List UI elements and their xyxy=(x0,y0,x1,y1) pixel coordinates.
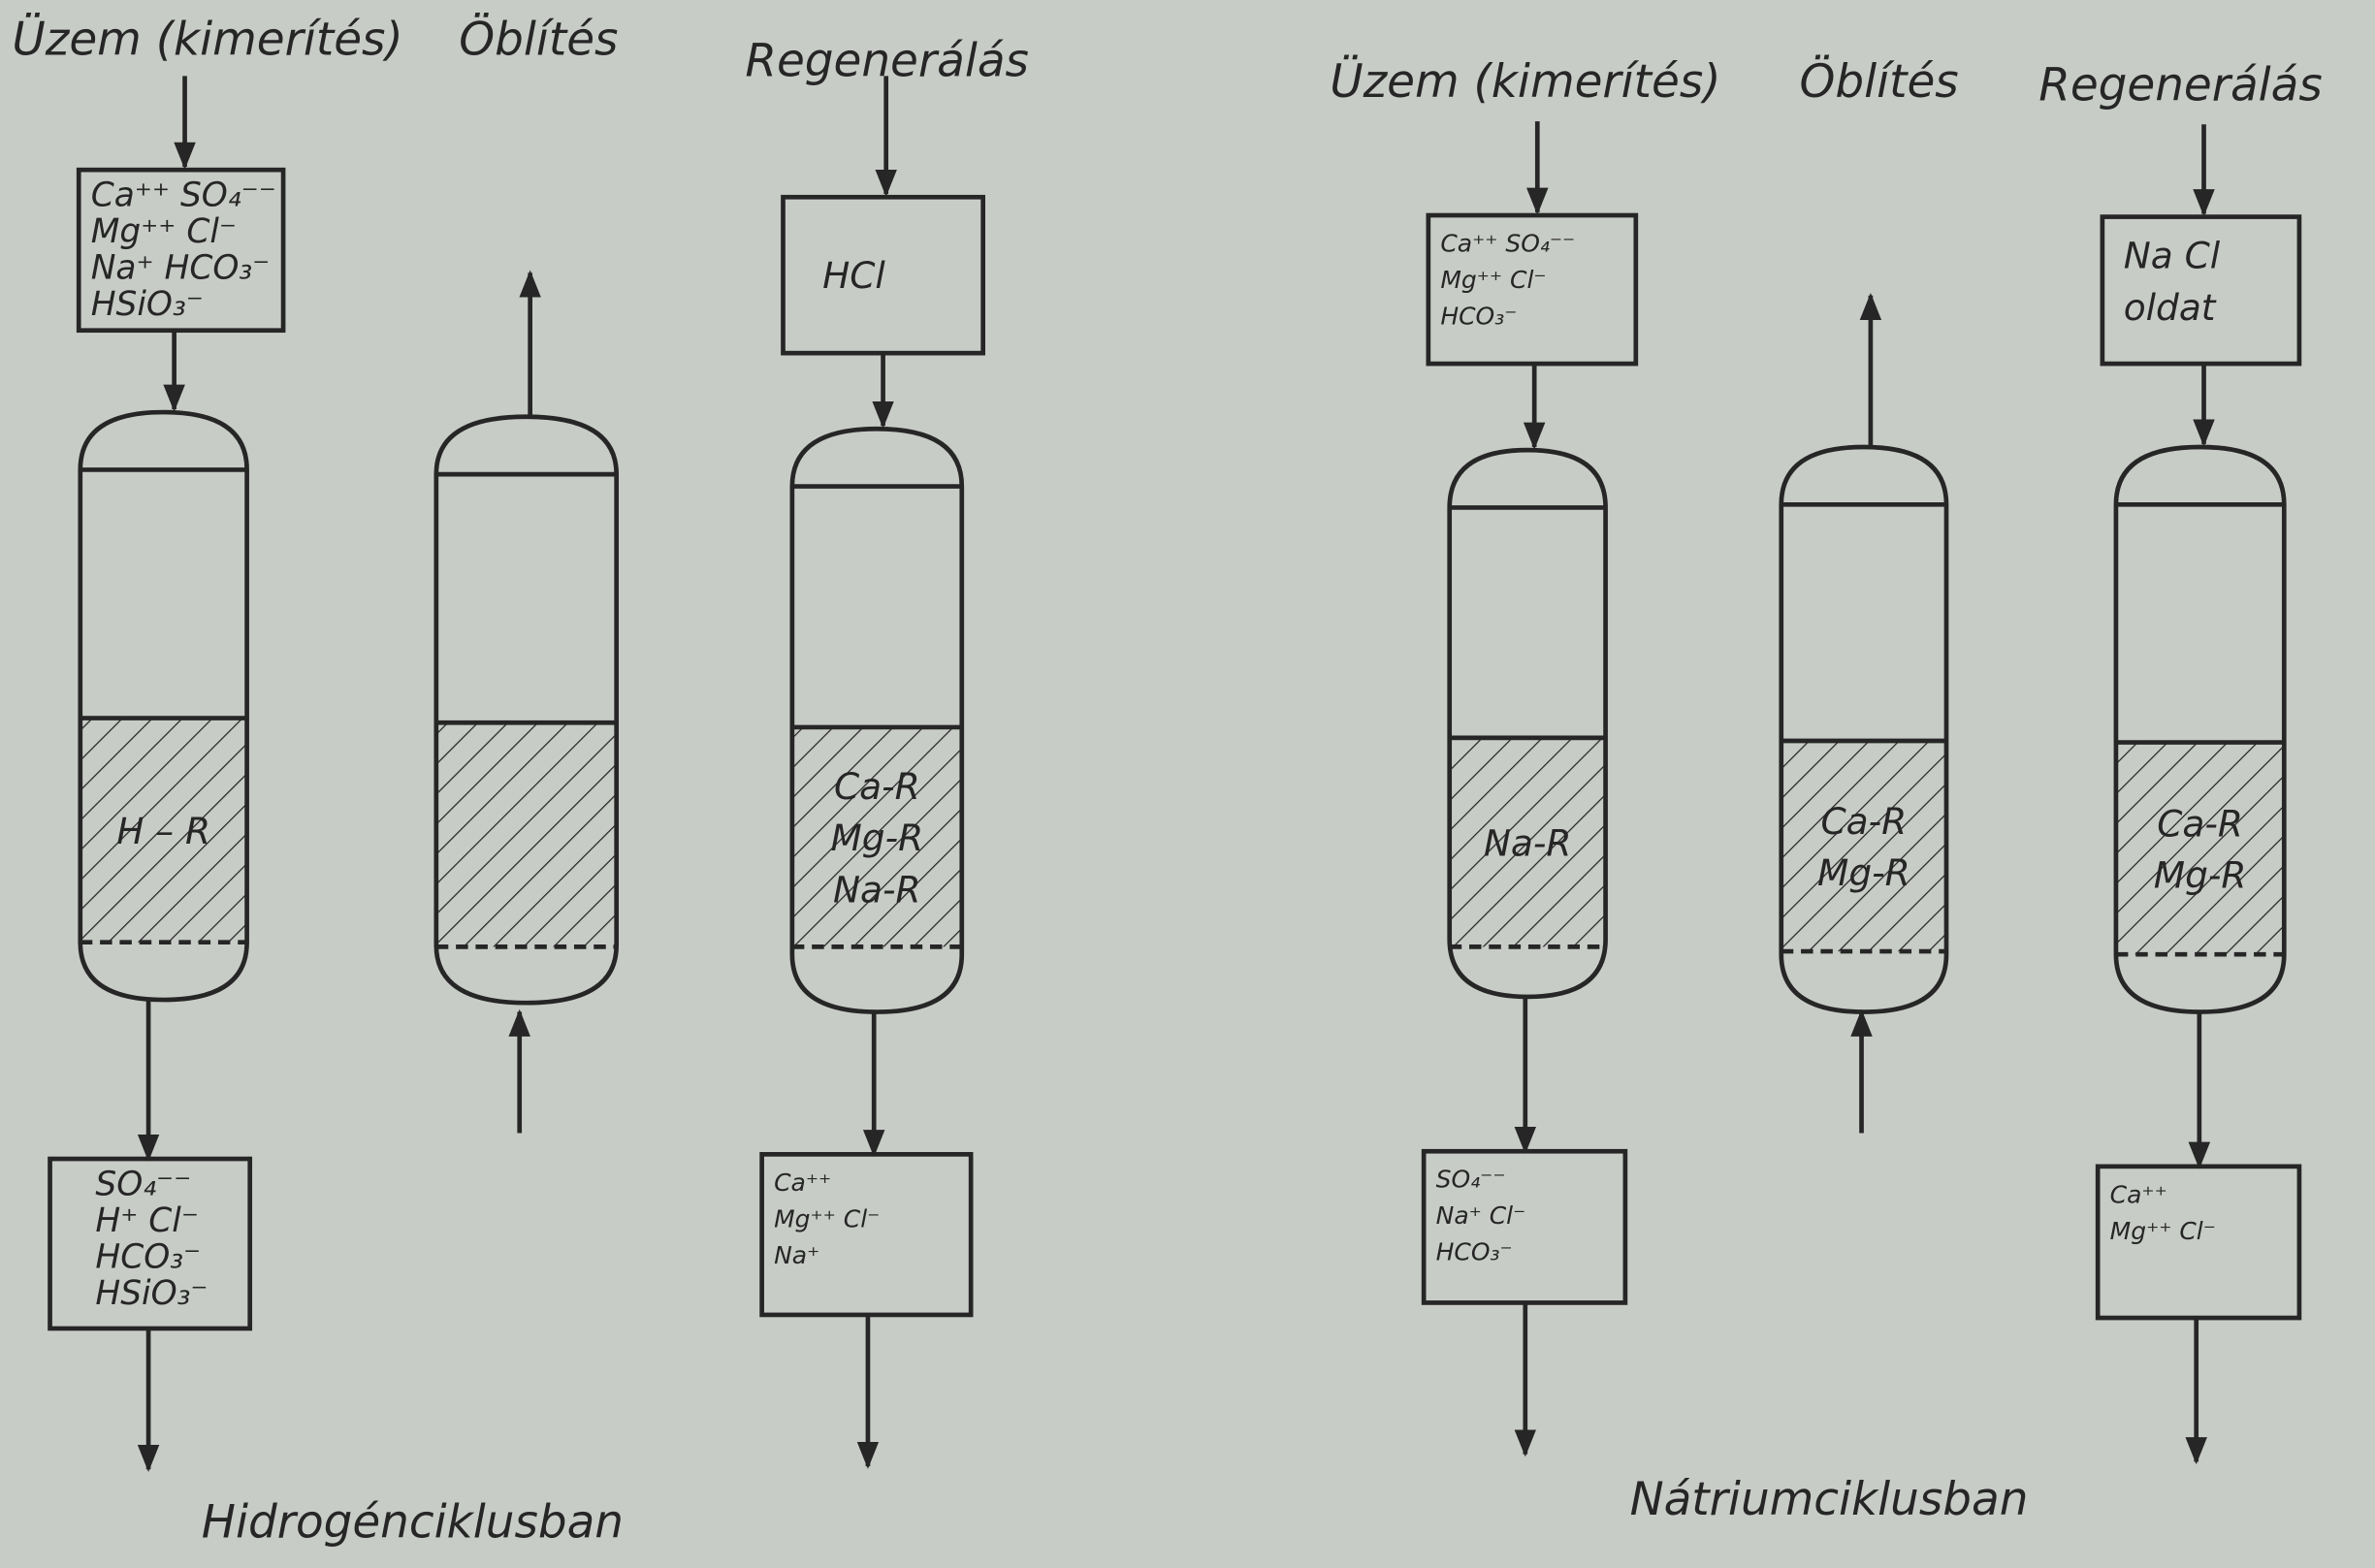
outlet-h-box-line: H⁺ Cl⁻ xyxy=(95,1201,199,1240)
column-na-rinse-resin-label: Mg-R xyxy=(1817,851,1910,894)
hcl-box-line: HCl xyxy=(822,254,885,297)
caption-sodium-cycle: Nátriumciklusban xyxy=(1630,1474,2029,1526)
title-h-regeneration: Regenerálás xyxy=(745,35,1029,87)
title-h-operation: Üzem (kimerítés) xyxy=(12,13,402,66)
outlet-na-regen-box-line: Ca⁺⁺ xyxy=(2110,1180,2167,1208)
outlet-h-regen-box-line: Ca⁺⁺ xyxy=(774,1168,831,1197)
title-na-regeneration: Regenerálás xyxy=(2038,59,2323,112)
outlet-h-box-line: HSiO₃⁻ xyxy=(95,1274,208,1313)
column-na-rinse-resin-label: Ca-R xyxy=(1821,800,1908,843)
column-h-regeneration-resin-bed xyxy=(791,726,962,947)
nacl-solution-box-line: Na Cl xyxy=(2124,235,2221,277)
inlet-water-box-line: Na⁺ HCO₃⁻ xyxy=(91,249,271,288)
hcl-box xyxy=(781,194,985,356)
outlet-na-box-line: Na⁺ Cl⁻ xyxy=(1436,1201,1526,1230)
outlet-h-box-line: HCO₃⁻ xyxy=(95,1238,201,1277)
column-h-regeneration-resin-label: Ca-R xyxy=(834,765,920,808)
column-na-operation-resin-bed xyxy=(1449,737,1606,947)
column-h-operation-resin-label: H – R xyxy=(116,810,210,852)
outlet-h-regen-box-line: Na⁺ xyxy=(774,1241,819,1269)
inlet-water-box-line: Mg⁺⁺ Cl⁻ xyxy=(91,212,237,251)
inlet-water-box-line: Mg⁺⁺ Cl⁻ xyxy=(1440,266,1546,294)
outlet-na-regen-box-line: Mg⁺⁺ Cl⁻ xyxy=(2110,1217,2216,1245)
column-h-regeneration xyxy=(789,426,965,1014)
column-na-rinse-resin-bed xyxy=(1781,740,1946,952)
column-h-rinse-resin-bed xyxy=(435,722,617,947)
inlet-water-box-line: Ca⁺⁺ SO₄⁻⁻ xyxy=(1440,230,1575,258)
title-na-rinse: Öblítés xyxy=(1799,55,1958,109)
nacl-solution-box-line: oldat xyxy=(2124,286,2217,329)
column-h-operation-resin-bed xyxy=(80,718,247,943)
inlet-water-box xyxy=(76,167,286,334)
inlet-water-box-line: HSiO₃⁻ xyxy=(91,285,204,324)
inlet-water-box-line: HCO₃⁻ xyxy=(1440,302,1517,330)
title-na-operation: Üzem (kimerítés) xyxy=(1330,55,1720,109)
column-na-regeneration-resin-label: Ca-R xyxy=(2157,802,2243,845)
column-na-operation-resin-label: Na-R xyxy=(1484,822,1572,865)
inlet-water-box-line: Ca⁺⁺ SO₄⁻⁻ xyxy=(91,176,276,215)
inlet-water-box xyxy=(1426,212,1639,367)
outlet-h-regen-box-line: Mg⁺⁺ Cl⁻ xyxy=(774,1204,880,1232)
outlet-na-box-line: HCO₃⁻ xyxy=(1436,1238,1513,1266)
nacl-solution-box xyxy=(2100,214,2302,367)
title-h-rinse: Öblítés xyxy=(459,13,618,66)
outlet-na-box-line: SO₄⁻⁻ xyxy=(1436,1166,1506,1194)
column-na-operation xyxy=(1447,447,1608,1000)
caption-hydrogen-cycle: Hidrogénciklusban xyxy=(202,1497,624,1550)
outlet-h-box-line: SO₄⁻⁻ xyxy=(95,1166,191,1204)
column-na-rinse xyxy=(1779,444,1949,1014)
column-na-regeneration-resin-bed xyxy=(2115,742,2285,955)
column-na-regeneration-resin-label: Mg-R xyxy=(2154,853,2247,896)
column-h-regeneration-resin-label: Mg-R xyxy=(830,816,923,859)
column-h-regeneration-resin-label: Na-R xyxy=(833,868,921,911)
